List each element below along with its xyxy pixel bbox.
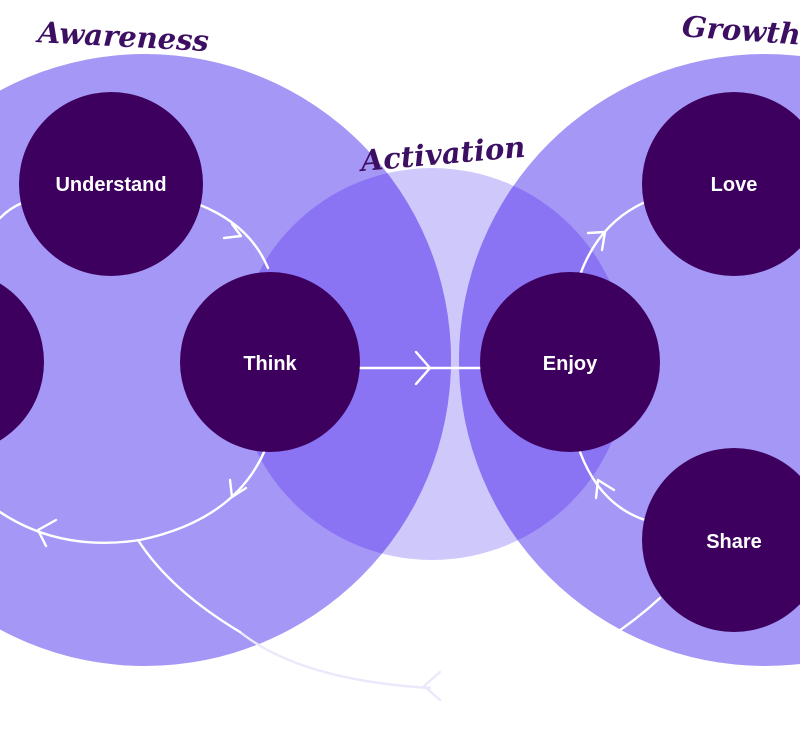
flow-share-awareness-loop-faint	[238, 630, 432, 690]
flow-loop-into-understand	[0, 201, 24, 220]
node-share: Share	[642, 448, 800, 632]
stage-label-awareness: Awareness	[34, 15, 210, 58]
node-share-label: Share	[706, 531, 762, 553]
arrow-understand-think-icon	[222, 222, 243, 240]
flow-understand-think	[198, 203, 270, 270]
node-love: Love	[642, 92, 800, 276]
flow-share-awareness-loop	[428, 596, 662, 690]
stage-label-activation: Activation	[356, 130, 526, 179]
flow-enjoy-love	[578, 198, 652, 277]
node-think-label: Think	[243, 353, 297, 375]
growth-activation-overlap	[459, 168, 628, 560]
node-love-label: Love	[711, 174, 758, 196]
arrow-think-loop-icon	[228, 478, 248, 499]
awareness-activation-overlap	[236, 168, 451, 560]
arrow-share-enjoy-icon	[594, 478, 616, 500]
arrow-think-enjoy-icon	[414, 350, 432, 386]
node-enjoy-label: Enjoy	[543, 353, 598, 375]
node-think: Think	[180, 272, 360, 452]
stage-label-growth: Growth	[681, 9, 800, 51]
node-understand: Understand	[19, 92, 203, 276]
arrow-enjoy-love-icon	[586, 230, 607, 252]
node-enjoy: Enjoy	[480, 272, 660, 452]
flow-loop-into-awareness	[136, 538, 242, 634]
node-understand-label: Understand	[55, 174, 166, 196]
arrow-big-loop-icon	[422, 670, 442, 702]
node-left-partial	[0, 283, 44, 441]
arrow-loop-left-icon	[36, 518, 58, 548]
flow-lines	[0, 198, 662, 702]
flow-share-enjoy	[578, 450, 647, 522]
